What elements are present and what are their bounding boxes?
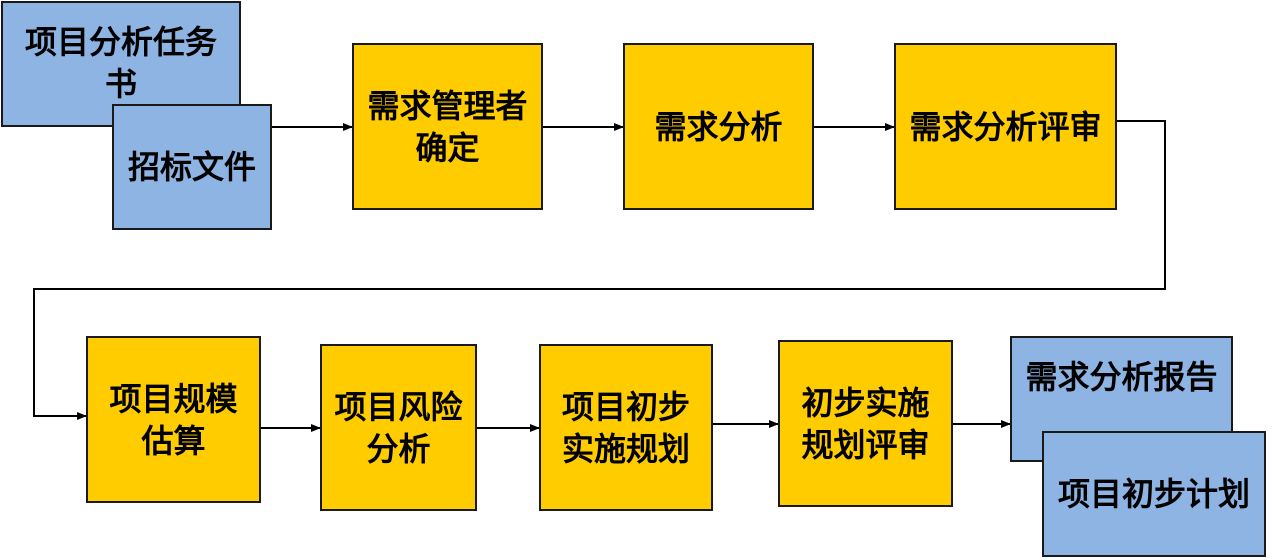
node-bid-docs-label: 招标文件 (127, 148, 256, 186)
node-prelim-plan: 项目初步计划 (1042, 431, 1266, 557)
node-req-manager: 需求管理者确定 (352, 43, 543, 210)
node-req-analysis-label: 需求分析 (654, 107, 783, 146)
arrow-req-review-to-scale-estimate (33, 120, 1166, 420)
node-risk-analysis: 项目风险分析 (320, 344, 477, 511)
node-scale-estimate-label: 项目规模估算 (109, 379, 238, 460)
node-req-review-label: 需求分析评审 (909, 107, 1102, 146)
node-prelim-plan-label: 项目初步计划 (1057, 475, 1250, 513)
node-req-report-label: 需求分析报告 (1025, 358, 1218, 396)
node-scale-estimate: 项目规模估算 (86, 336, 261, 503)
node-risk-analysis-label: 项目风险分析 (334, 387, 463, 468)
node-req-manager-label: 需求管理者确定 (367, 86, 528, 167)
node-bid-docs: 招标文件 (112, 104, 272, 230)
node-req-review: 需求分析评审 (894, 43, 1117, 210)
node-req-analysis: 需求分析 (623, 43, 814, 210)
node-task-book-label: 项目分析任务书 (24, 23, 217, 103)
node-initial-plan-label: 项目初步实施规划 (561, 387, 690, 468)
node-plan-review-label: 初步实施规划评审 (801, 383, 930, 464)
node-initial-plan: 项目初步实施规划 (539, 344, 713, 511)
node-plan-review: 初步实施规划评审 (778, 340, 953, 507)
